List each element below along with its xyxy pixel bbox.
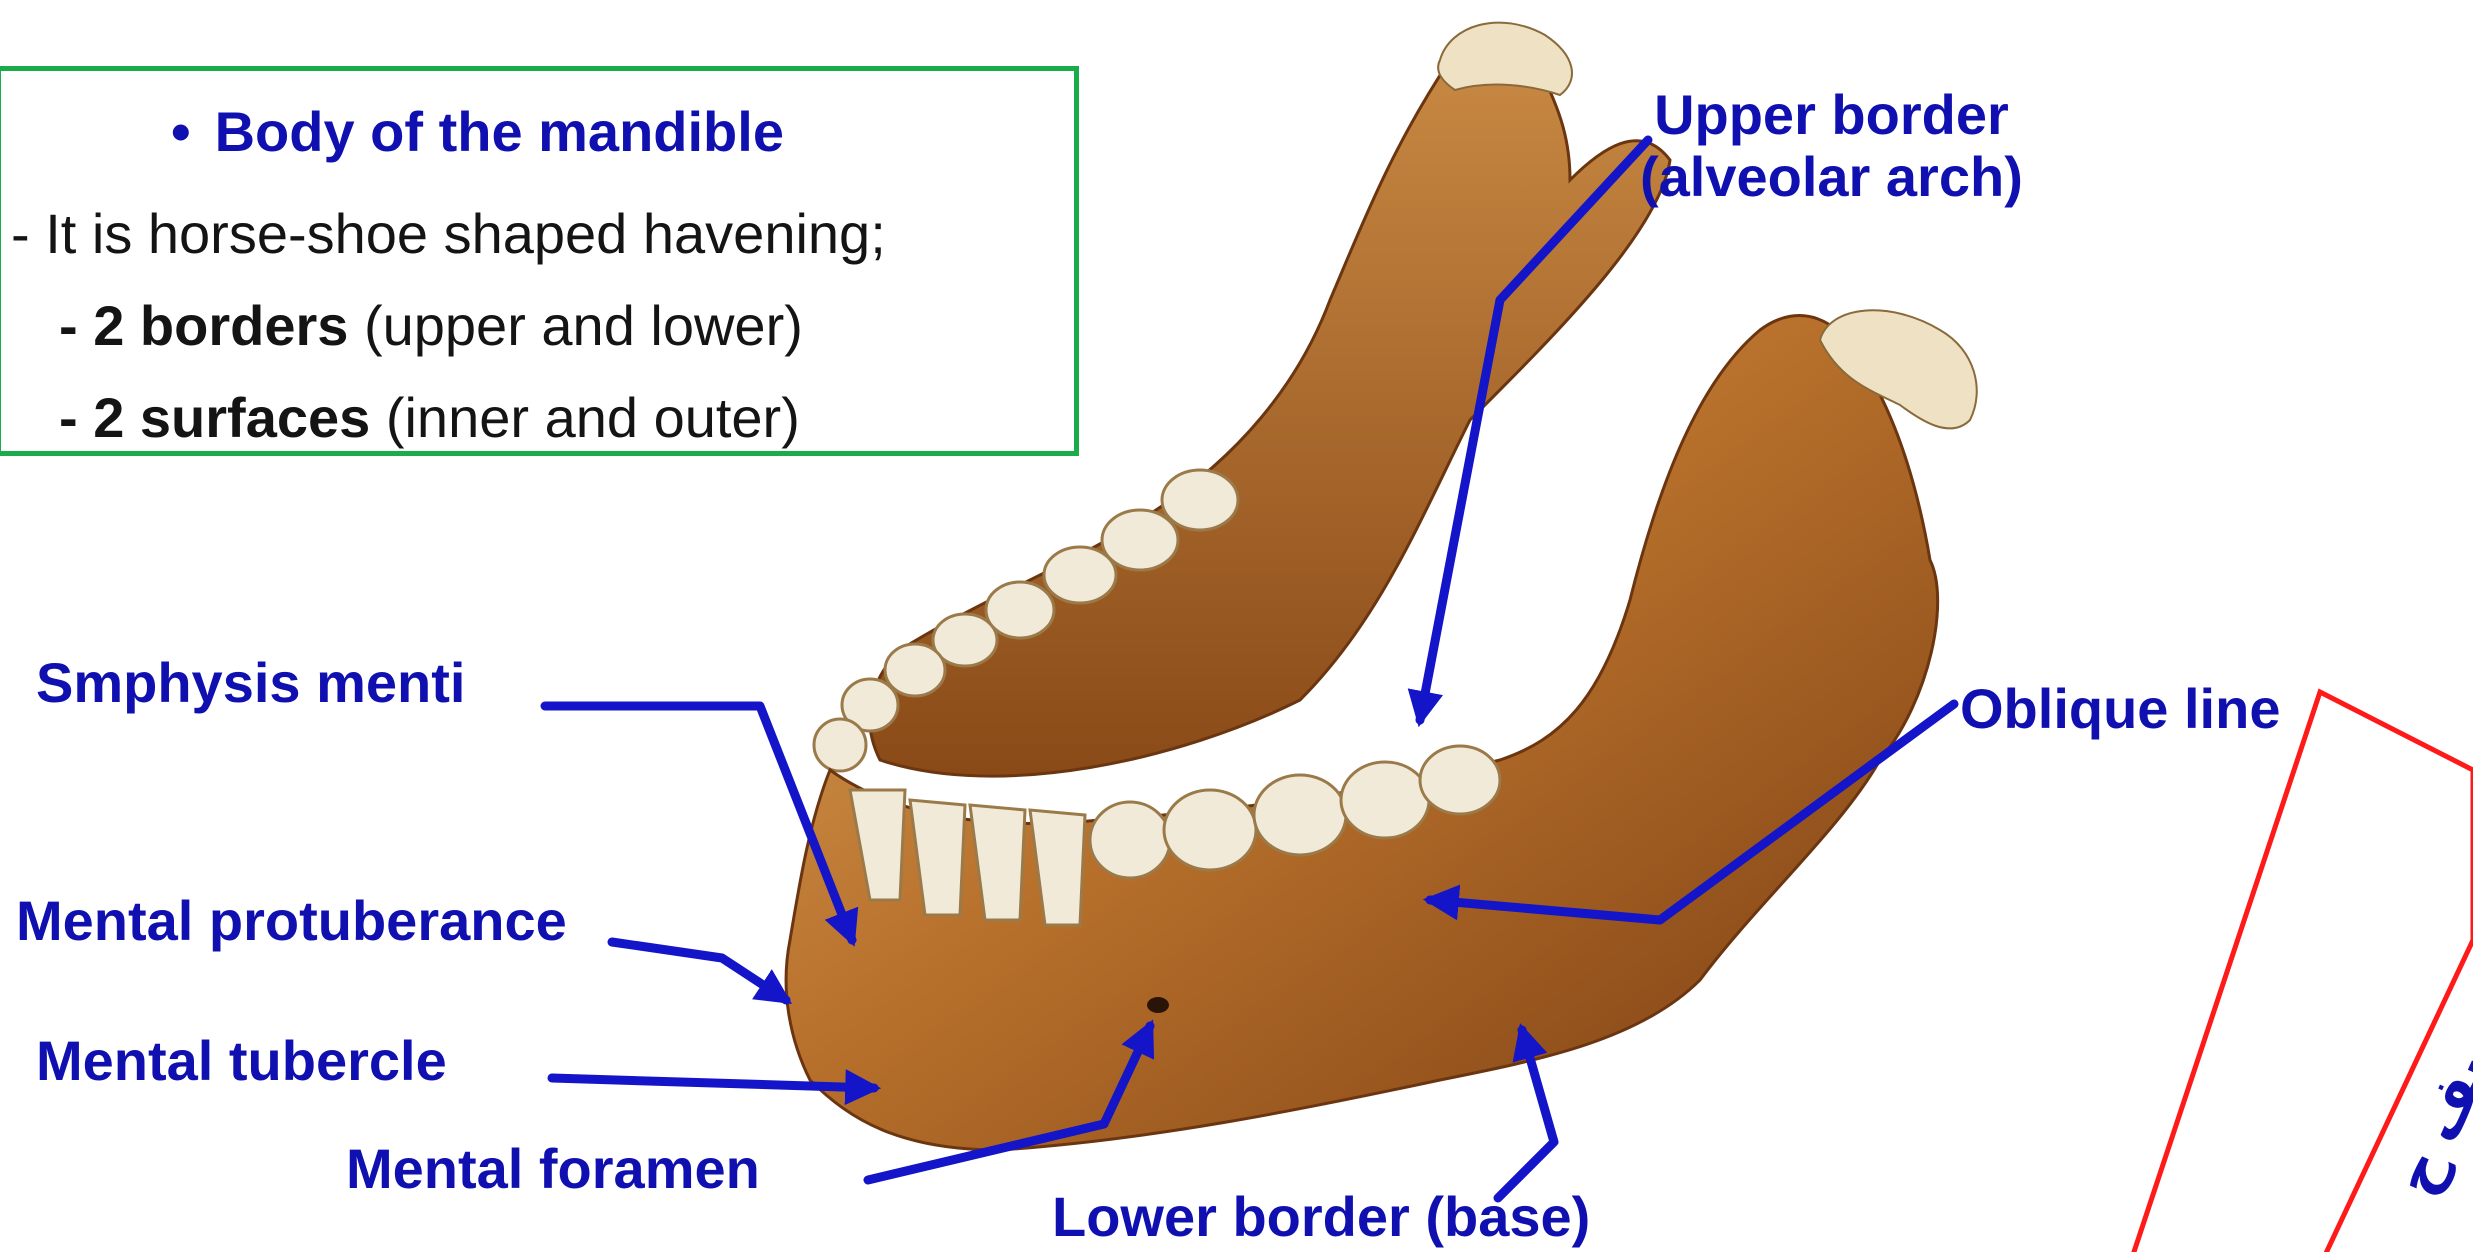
info-title: • Body of the mandible	[171, 99, 784, 164]
label-upper-border: Upper border (alveolar arch)	[1640, 84, 2023, 207]
label-upper-border-line1: Upper border	[1640, 84, 2023, 146]
info-line-shape: - It is horse-shoe shaped havening;	[11, 201, 886, 266]
left-condyle	[1438, 23, 1572, 95]
label-symphysis: Smphysis menti	[36, 652, 465, 714]
label-lower-border: Lower border (base)	[1052, 1186, 1590, 1248]
info-title-text: Body of the mandible	[215, 100, 784, 163]
label-mental-foramen: Mental foramen	[346, 1138, 760, 1200]
bullet-icon: •	[171, 100, 191, 163]
label-upper-border-line2: (alveolar arch)	[1640, 146, 2023, 208]
label-mental-tubercle: Mental tubercle	[36, 1030, 447, 1092]
surfaces-rest: (inner and outer)	[370, 386, 800, 449]
mental-foramen-hole	[1147, 997, 1169, 1013]
info-box: • Body of the mandible - It is horse-shoe…	[0, 66, 1079, 456]
arrow-protuberance	[612, 942, 786, 1000]
info-line-borders: - 2 borders (upper and lower)	[59, 293, 803, 358]
borders-rest: (upper and lower)	[348, 294, 802, 357]
info-line-surfaces: - 2 surfaces (inner and outer)	[59, 385, 800, 450]
label-mental-protuberance: Mental protuberance	[16, 890, 567, 952]
borders-bold: - 2 borders	[59, 294, 348, 357]
surfaces-bold: - 2 surfaces	[59, 386, 370, 449]
label-oblique-line: Oblique line	[1960, 678, 2280, 740]
